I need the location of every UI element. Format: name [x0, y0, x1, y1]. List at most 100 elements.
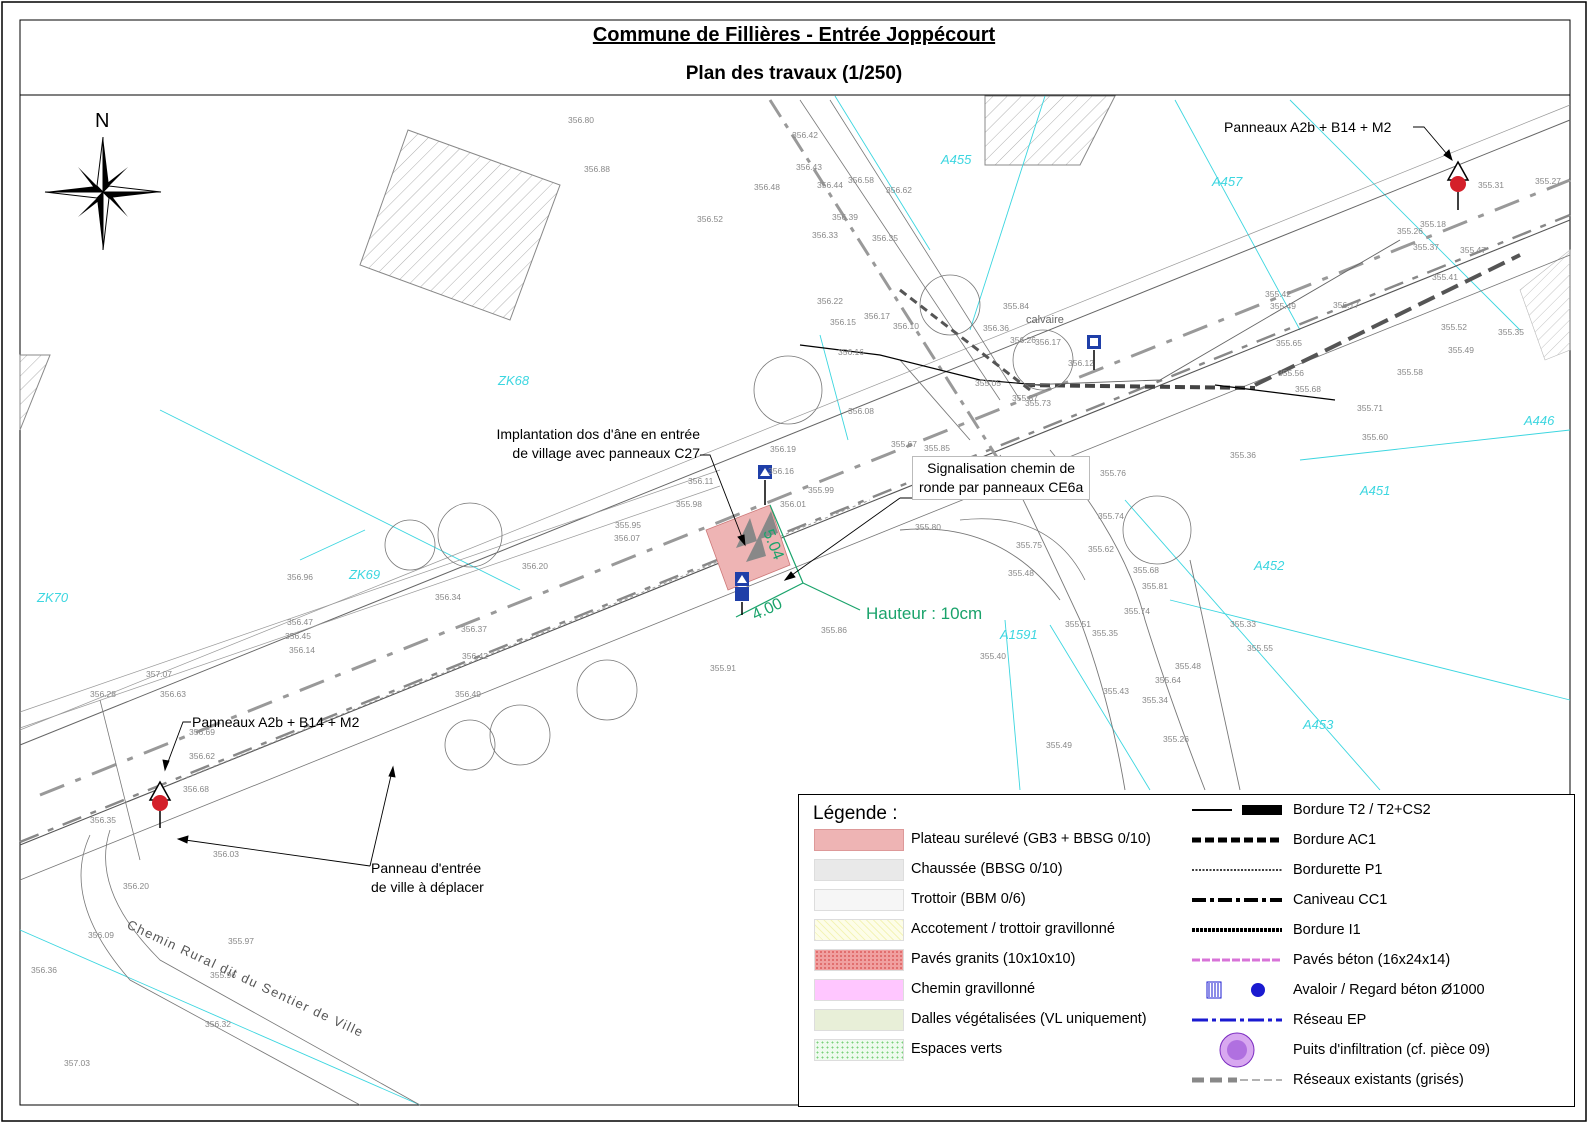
elevation-label: 355.91: [710, 663, 736, 673]
legend-label: Pavés béton (16x24x14): [1293, 952, 1451, 968]
north-label: N: [95, 110, 110, 132]
legend-label: Avaloir / Regard béton Ø1000: [1293, 982, 1485, 998]
legend-label: Chemin gravillonné: [911, 981, 1036, 997]
annotation-line: Panneau d'entrée: [371, 860, 482, 876]
legend-symbol: [1219, 1032, 1255, 1068]
annotation-line: ronde par panneaux CE6a: [919, 479, 1084, 495]
elevation-label: 356.03: [213, 849, 239, 859]
legend-label: Espaces verts: [911, 1041, 1003, 1057]
elevation-label: 356.17: [864, 311, 890, 321]
parcel-label: A446: [1524, 413, 1555, 428]
elevation-label: 355.81: [1142, 581, 1168, 591]
elevation-label: 356.35: [90, 815, 116, 825]
elevation-label: 356.28: [90, 689, 116, 699]
legend-label: Pavés granits (10x10x10): [911, 951, 1076, 967]
elevation-label: 356.26: [1010, 335, 1036, 345]
legend-label: Accotement / trottoir gravillonné: [911, 921, 1115, 937]
parcel-label: ZK68: [498, 373, 530, 388]
elevation-label: 356.34: [435, 592, 461, 602]
elevation-label: 355.05: [975, 378, 1001, 388]
legend-symbol: [1192, 1018, 1282, 1022]
elevation-label: 356.19: [770, 444, 796, 454]
elevation-label: 356.09: [88, 930, 114, 940]
legend-label: Bordure I1: [1293, 922, 1361, 938]
legend-symbol: [1192, 898, 1282, 902]
parcel-label: ZK70: [37, 590, 69, 605]
elevation-label: 355.96: [210, 970, 236, 980]
elevation-label: 356.14: [289, 645, 315, 655]
legend-symbol: [1192, 928, 1282, 932]
elevation-label: 355.99: [808, 485, 834, 495]
parcel-boundaries: [19, 95, 1571, 1106]
elevation-label: 356.62: [886, 185, 912, 195]
elevation-label: 355.26: [1163, 734, 1189, 744]
elevation-label: 356.17: [1333, 300, 1359, 310]
legend-label: Réseaux existants (grisés): [1293, 1072, 1464, 1088]
elevation-label: 355.75: [1016, 540, 1042, 550]
annotation-panneaux-top: Panneaux A2b + B14 + M2: [1224, 119, 1392, 135]
sign-a2b-top: [1446, 160, 1470, 210]
main-road: [19, 104, 1571, 881]
elevation-label: 355.35: [1092, 628, 1118, 638]
elevation-label: 356.68: [183, 784, 209, 794]
elevation-label: 355.18: [1420, 219, 1446, 229]
annotation-signalisation: Signalisation chemin de ronde par pannea…: [912, 456, 1091, 500]
elevation-label: 355.34: [1142, 695, 1168, 705]
elevation-label: 356.20: [522, 561, 548, 571]
legend-label: Bordure T2 / T2+CS2: [1293, 802, 1431, 818]
dimension-lines: [735, 504, 861, 618]
page-subtitle: Plan des travaux (1/250): [685, 63, 903, 84]
elevation-label: 355.41: [1432, 272, 1458, 282]
elevation-label: 356.44: [817, 180, 843, 190]
parcel-label: A457: [1212, 174, 1243, 189]
inner-border: [19, 19, 1571, 1106]
elevation-label: 356.16: [838, 347, 864, 357]
elevation-label: 356.62: [189, 751, 215, 761]
elevation-label: 355.68: [1133, 565, 1159, 575]
elevation-label: 355.71: [1357, 403, 1383, 413]
elevation-label: 357.07: [146, 669, 172, 679]
elevation-label: 356.48: [754, 182, 780, 192]
legend-swatch: [814, 829, 904, 851]
parcel-label: A453: [1303, 717, 1334, 732]
legend-swatch: [814, 1009, 904, 1031]
elevation-label: 355.35: [1498, 327, 1524, 337]
compass-rose-icon: [44, 136, 162, 251]
elevation-label: 355.27: [1535, 176, 1561, 186]
legend-swatch: [814, 889, 904, 911]
elevation-label: 356.42: [462, 651, 488, 661]
elevation-label: 356.32: [205, 1019, 231, 1029]
elevation-label: 356.49: [455, 689, 481, 699]
parcel-label: A452: [1254, 558, 1285, 573]
elevation-label: 355.49: [1448, 345, 1474, 355]
legend-label: Puits d'infiltration (cf. pièce 09): [1293, 1042, 1490, 1058]
elevation-label: 355.31: [1478, 180, 1504, 190]
elevation-label: 356.45: [285, 631, 311, 641]
legend-label: Plateau surélevé (GB3 + BBSG 0/10): [911, 831, 1151, 847]
hatch-area: [1519, 249, 1571, 361]
trees: [384, 274, 1192, 771]
legend-swatch: [814, 949, 904, 971]
elevation-label: 356.42: [792, 130, 818, 140]
elevation-label: 356.33: [812, 230, 838, 240]
elevation-label: 355.85: [924, 443, 950, 453]
sidewalk-strip: [19, 469, 721, 729]
elevation-label: 355.68: [1295, 384, 1321, 394]
elevation-label: 355.86: [821, 625, 847, 635]
parcel-label: A451: [1360, 483, 1391, 498]
bordure-lines: [799, 239, 1521, 401]
sign-c27-a: [758, 465, 772, 505]
legend-label: Chaussée (BBSG 0/10): [911, 861, 1063, 877]
elevation-label: 356.69: [189, 727, 215, 737]
elevation-label: 356.96: [287, 572, 313, 582]
elevation-label: 355.95: [615, 520, 641, 530]
elevation-label: 356.12: [1068, 358, 1094, 368]
legend-title: Légende :: [813, 803, 898, 824]
elevation-label: 356.47: [287, 617, 313, 627]
elevation-label: 356.08: [848, 406, 874, 416]
leader-lines: [162, 126, 1453, 867]
elevation-label: 355.52: [1441, 322, 1467, 332]
annotation-dos-dane: Implantation dos d'âne en entrée de vill…: [467, 425, 701, 463]
elevation-label: 355.37: [1413, 242, 1439, 252]
